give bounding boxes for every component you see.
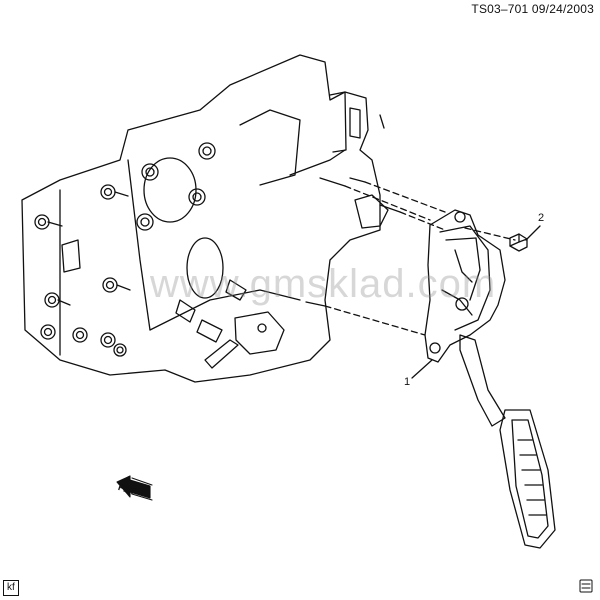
nut-part: [509, 233, 528, 252]
panel-fasteners: [34, 114, 385, 357]
reference-id: TS03–701 09/24/2003: [471, 2, 594, 16]
dash-panel: [21, 54, 389, 383]
author-initials: kf: [3, 580, 19, 596]
watermark: www.gmsklad.com: [150, 262, 497, 306]
front-arrow-icon: [116, 475, 153, 501]
callout-leaders: [411, 225, 541, 379]
callout-2: 2: [538, 212, 545, 224]
callout-1: 1: [404, 376, 411, 388]
gm-logo-icon: [579, 579, 593, 593]
accelerator-pedal-assembly: [424, 209, 556, 549]
mounting-studs: [305, 177, 516, 336]
